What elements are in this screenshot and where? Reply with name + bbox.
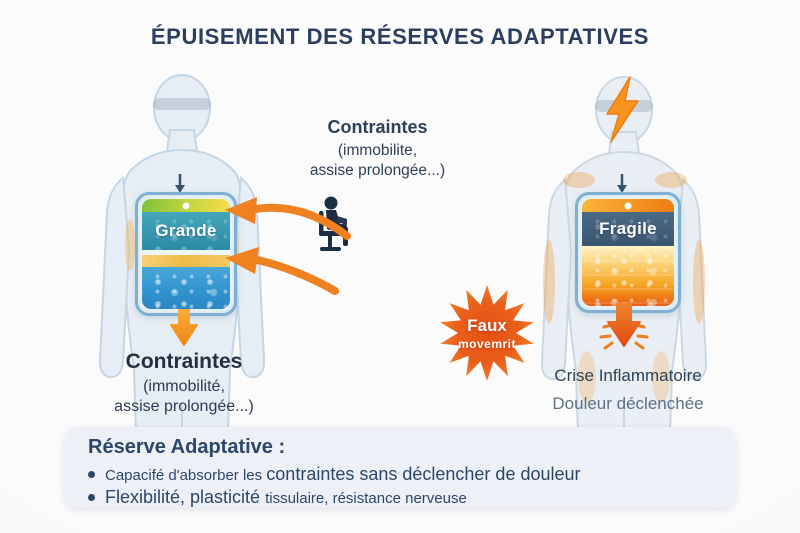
cylinder-label: Fragile: [599, 219, 657, 238]
starburst-line1: Faux: [467, 315, 507, 335]
center-caption: Contraintes (immobilite, assise prolongé…: [295, 117, 460, 181]
impact-down-arrow-icon: [599, 303, 649, 350]
reserve-level-band-green: [142, 199, 230, 212]
info-bullet-1: Capacifé d'absorber les contraintes sans…: [88, 464, 712, 485]
reserve-cylinder-fragile: Fragile: [575, 192, 681, 313]
starburst-line2: movemrit: [457, 336, 517, 351]
bullet-dot: [88, 494, 95, 501]
reserve-depleted-fill: [582, 246, 674, 306]
reserve-label-band: Fragile: [582, 212, 674, 246]
alert-starburst: [440, 285, 534, 381]
left-caption-line2: assise prolongée...): [114, 398, 254, 415]
lightning-bolt-icon: [606, 76, 639, 143]
inlet-arrow-icon: [617, 174, 627, 193]
reserve-water: [142, 267, 230, 309]
starburst-text: Faux movemrit: [437, 283, 537, 383]
center-caption-line2: assise prolongée...): [309, 162, 446, 180]
reserve-cylinder-large: Grande: [135, 192, 237, 316]
reserve-definition-box: Réserve Adaptative : Capacifé d'absorber…: [64, 427, 736, 508]
eye-band: [153, 98, 211, 110]
starburst-shape: [440, 285, 534, 381]
curved-stress-arrow-icon: [225, 197, 351, 295]
bullet-dot: [88, 471, 95, 478]
right-caption-line2: Douleur déclenchée: [552, 394, 704, 413]
center-caption-title: Contraintes: [327, 117, 428, 137]
bullet2-text-small: tissulaire, résistance nerveuse: [265, 490, 467, 507]
down-arrow-icon: [170, 309, 198, 346]
page-title: ÉPUISEMENT DES RÉSERVES ADAPTATIVES: [150, 24, 650, 49]
cylinder-label: Grande: [155, 221, 216, 241]
info-box-heading: Réserve Adaptative :: [88, 436, 286, 458]
reserve-label-band: Grande: [142, 212, 230, 250]
left-caption-line1: (immobilité,: [143, 378, 225, 395]
inlet-arrow-icon: [175, 174, 185, 193]
right-caption: Crise Inflammatoire Douleur déclenchée: [528, 366, 728, 414]
reserve-level-band-orange: [582, 199, 674, 212]
reserve-level-band-yellow: [142, 255, 230, 267]
bullet1-text-small: Capacifé d'absorber les: [105, 467, 267, 484]
right-caption-line1: Crise Inflammatoire: [554, 366, 702, 385]
left-caption: Contraintes (immobilité, assise prolongé…: [78, 350, 290, 417]
bullet2-text-large: Flexibilité, plasticité: [105, 487, 266, 507]
center-caption-line1: (immobilite,: [337, 142, 418, 159]
info-bullet-2: Flexibilité, plasticité tissulaire, rési…: [88, 487, 712, 508]
bullet1-text-large: contraintes sans déclencher de douleur: [266, 464, 581, 484]
left-caption-title: Contraintes: [125, 350, 243, 373]
